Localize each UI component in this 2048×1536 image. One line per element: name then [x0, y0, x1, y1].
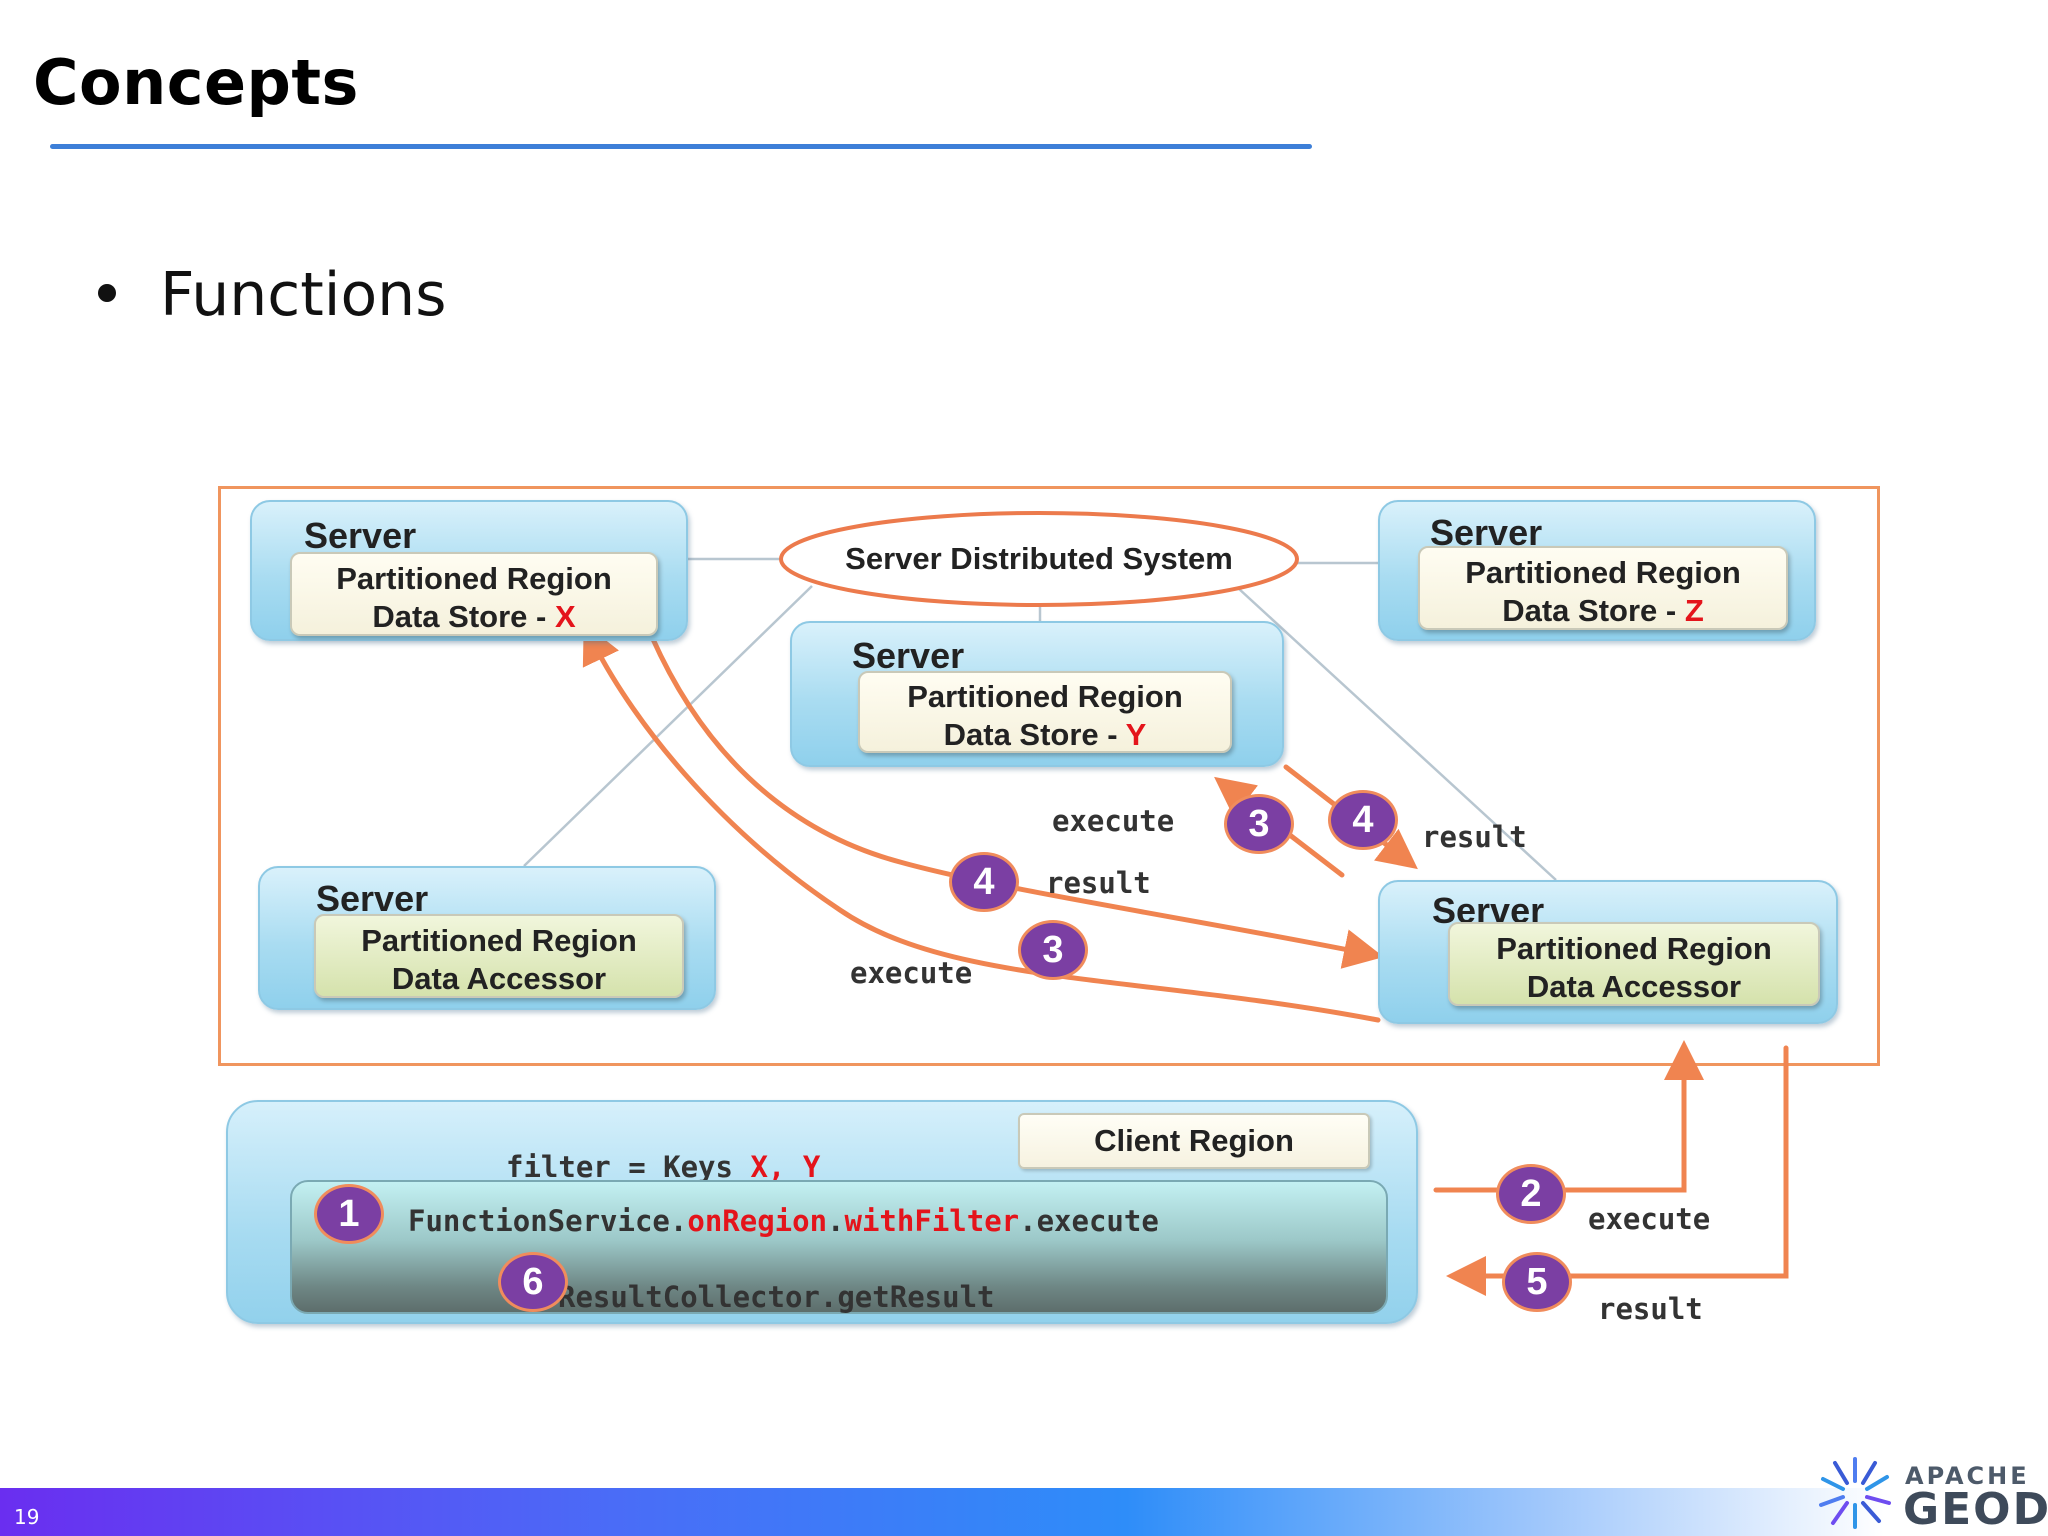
step-badge-5: 5 [1502, 1252, 1572, 1312]
client-region-label: Client Region [1018, 1113, 1370, 1169]
partitioned-region-store-z: Partitioned Region Data Store - Z [1418, 546, 1788, 630]
server-data-accessor-left: Server Partitioned Region Data Accessor [258, 866, 716, 1010]
label-result-y: result [1422, 820, 1527, 854]
region-line-1: Partitioned Region [1465, 555, 1741, 590]
step-badge-3-x: 3 [1018, 920, 1088, 980]
partitioned-region-accessor-right: Partitioned Region Data Accessor [1448, 922, 1820, 1006]
region-line-1: Partitioned Region [361, 923, 637, 958]
function-execute-call: FunctionService.onRegion.withFilter.exec… [408, 1204, 1159, 1238]
region-line-2: Data Store - Z [1502, 593, 1704, 628]
step-badge-3-y: 3 [1224, 794, 1294, 854]
partitioned-region-store-y: Partitioned Region Data Store - Y [858, 671, 1232, 753]
distributed-system-label: Server Distributed System [845, 541, 1233, 576]
server-title: Server [316, 878, 429, 919]
region-line-2: Data Accessor [391, 961, 607, 996]
distributed-system-oval [779, 511, 1299, 607]
server-title: Server [852, 635, 965, 676]
geode-starburst-icon [1819, 1457, 1891, 1529]
title-underline [50, 144, 1312, 149]
with-filter-call: withFilter [844, 1204, 1020, 1238]
step-badge-6: 6 [498, 1252, 568, 1312]
label-result-x: result [1046, 866, 1151, 900]
server-data-store-x: Server Partitioned Region Data Store - X [250, 500, 688, 641]
filter-keys: X, Y [750, 1150, 821, 1184]
partitioned-region-accessor-left: Partitioned Region Data Accessor [314, 914, 684, 998]
region-line-2: Data Store - Y [943, 717, 1147, 752]
page-number: 19 [14, 1505, 40, 1529]
server-title: Server [304, 515, 417, 556]
label-result-client: result [1598, 1292, 1703, 1326]
step-badge-2: 2 [1496, 1164, 1566, 1224]
key-z: Z [1684, 593, 1704, 628]
network-line-lower-right [1237, 587, 1557, 881]
region-line-1: Partitioned Region [1496, 931, 1772, 966]
arrow-execute-to-x [582, 622, 1381, 1023]
region-line-1: Partitioned Region [907, 679, 1183, 714]
filter-line: filter = Keys X, Y [506, 1150, 821, 1184]
server-data-accessor-right: Server Partitioned Region Data Accessor [1378, 880, 1838, 1024]
network-lines [523, 557, 1557, 881]
client-code-panel [290, 1180, 1388, 1314]
arrow-result-server-to-client [1446, 1045, 1789, 1296]
network-line-lower-left [523, 585, 813, 867]
label-execute-client: execute [1588, 1202, 1711, 1236]
result-collector-call: ResultCollector.getResult [558, 1280, 995, 1314]
bullet-functions: Functions [160, 260, 447, 330]
on-region-call: onRegion [687, 1204, 828, 1238]
region-line-2: Data Store - X [372, 599, 576, 634]
region-line-1: Partitioned Region [336, 561, 612, 596]
partitioned-region-store-x: Partitioned Region Data Store - X [290, 552, 658, 636]
step-badge-1: 1 [314, 1184, 384, 1244]
arrow-execute-client-to-server [1433, 1040, 1704, 1193]
logo-geode-text: GEODE [1903, 1484, 2048, 1535]
footer-bar [0, 1488, 2048, 1536]
logo-apache-text: APACHE [1905, 1462, 2030, 1490]
server-data-store-y: Server Partitioned Region Data Store - Y [790, 621, 1284, 767]
step-badge-4-x: 4 [949, 852, 1019, 912]
bullet-marker [98, 284, 116, 302]
key-y: Y [1125, 717, 1147, 752]
key-x: X [554, 599, 576, 634]
step-badge-4-y: 4 [1328, 790, 1398, 850]
slide-title: Concepts [33, 46, 359, 119]
distributed-system-frame [218, 486, 1880, 1066]
region-line-2: Data Accessor [1526, 969, 1742, 1004]
label-execute-x: execute [850, 956, 973, 990]
server-data-store-z: Server Partitioned Region Data Store - Z [1378, 500, 1816, 641]
label-execute-y: execute [1052, 804, 1175, 838]
arrow-result-from-x [649, 634, 1384, 969]
